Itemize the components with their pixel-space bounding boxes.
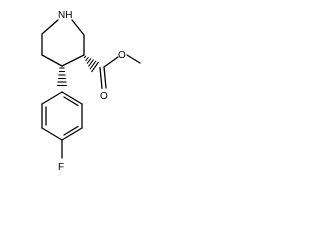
stereo-hash-bond-ester <box>83 55 99 73</box>
ester-ether-oxygen-label: O <box>118 50 126 61</box>
stereo-hash-bond-aryl <box>57 67 67 87</box>
bond-ar3-ar4 <box>61 127 83 141</box>
bond-ar1-ar2 <box>61 91 83 105</box>
bond-ar-inner-3 <box>63 125 79 136</box>
piperidine-ring <box>41 19 85 67</box>
bond-c3-c4 <box>41 54 63 67</box>
bond-carbonyl-c-o-ether <box>103 56 119 68</box>
chemical-structure-diagram: NH O O F <box>41 10 141 173</box>
fluorophenyl-ring <box>41 91 83 159</box>
bond-n-c2 <box>41 19 59 35</box>
bond-ar6-ar1 <box>41 91 63 105</box>
bond-ar-inner-2 <box>63 96 79 107</box>
bond-c4-c5 <box>61 54 85 67</box>
amine-nitrogen-label: NH <box>58 10 72 21</box>
ester-carbonyl-oxygen-label: O <box>100 91 108 102</box>
bond-o-methyl <box>126 54 141 64</box>
fluorine-label: F <box>58 162 64 173</box>
bond-c6-n <box>71 19 85 36</box>
ester-substituent <box>83 54 141 90</box>
bond-ar4-ar5 <box>41 127 63 141</box>
bond-carbonyl-c-o-double-a <box>103 66 107 89</box>
bond-carbonyl-c-o-double-b <box>99 66 103 90</box>
